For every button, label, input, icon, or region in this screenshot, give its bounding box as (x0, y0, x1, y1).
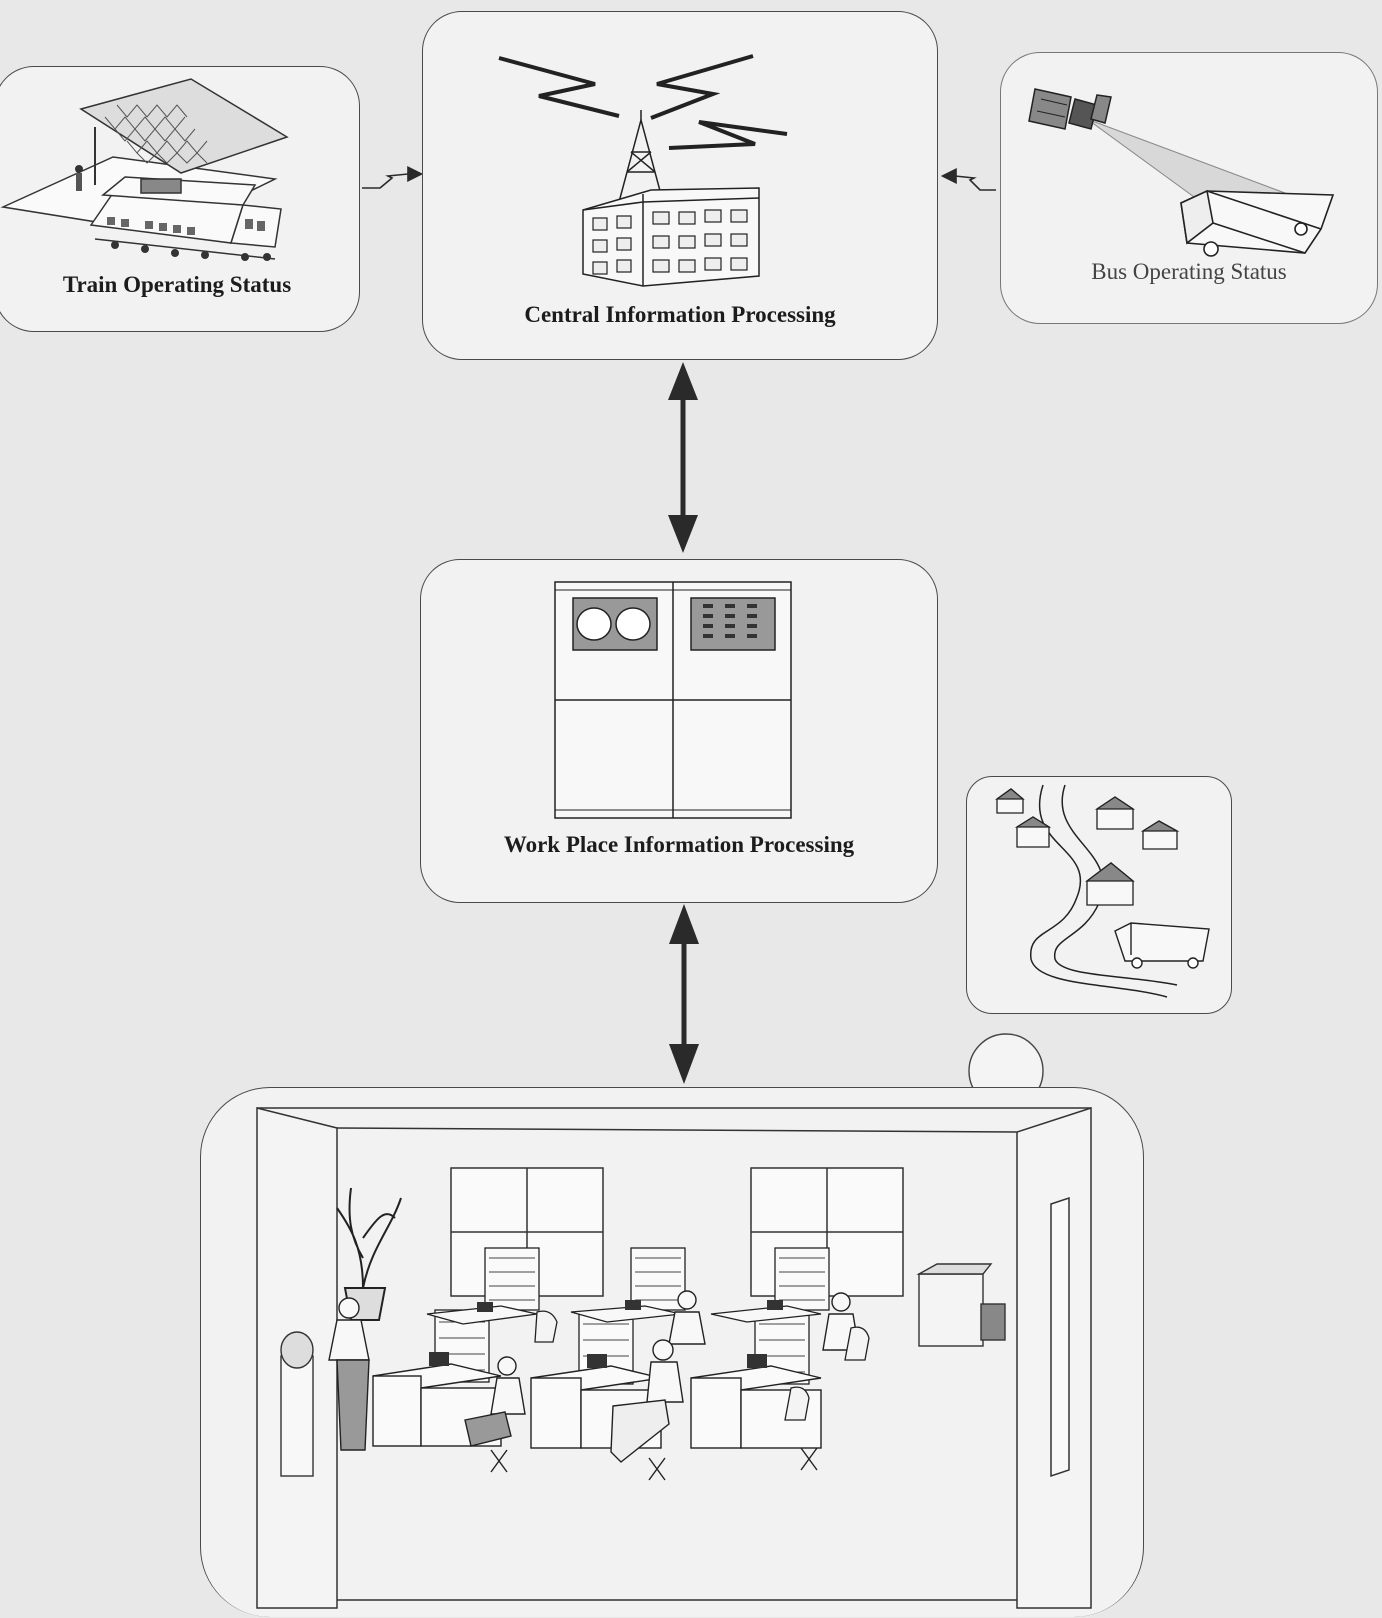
office-scene-node (200, 1087, 1144, 1617)
water-cooler-icon (281, 1332, 313, 1476)
train-status-label: Train Operating Status (0, 272, 359, 298)
central-processing-node: Central Information Processing (422, 11, 938, 360)
person-icon (75, 165, 83, 191)
train-to-central-arrow (362, 174, 420, 188)
neighborhood-map-node (966, 776, 1232, 1014)
workplace-office-double-arrow (669, 904, 699, 1084)
office-scene-icon (201, 1088, 1145, 1618)
central-processing-label: Central Information Processing (423, 302, 937, 328)
central-workplace-double-arrow (668, 362, 698, 553)
signal-bolt-icon (499, 56, 787, 148)
bus-to-central-arrow (944, 176, 996, 190)
train-status-node: Train Operating Status (0, 66, 360, 332)
bus-status-node: Bus Operating Status (1000, 52, 1378, 324)
neighborhood-map-icon (967, 777, 1233, 1015)
workplace-processing-node: Work Place Information Processing (420, 559, 938, 903)
bus-icon (1181, 191, 1333, 256)
bus-icon (1115, 923, 1209, 968)
bus-status-label: Bus Operating Status (1001, 259, 1377, 285)
workplace-processing-label: Work Place Information Processing (421, 832, 937, 858)
desk-icon (373, 1364, 821, 1448)
copier-icon (919, 1264, 1005, 1346)
house-icon (997, 789, 1177, 905)
